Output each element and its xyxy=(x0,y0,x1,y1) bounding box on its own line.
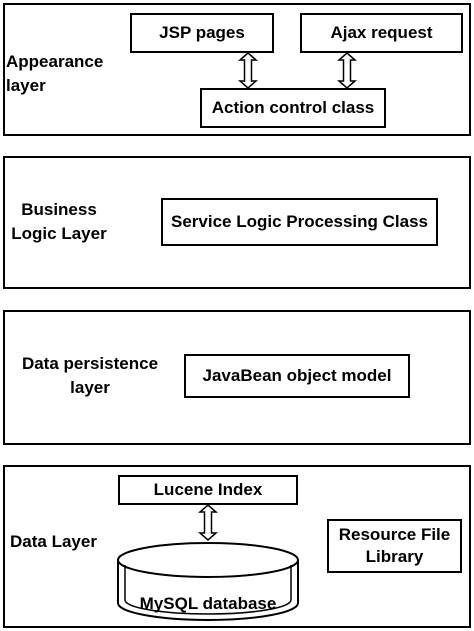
ajax-action-double-arrow xyxy=(337,52,357,89)
resource-file-library-label-line1: Resource File xyxy=(338,525,451,544)
business-logic-layer-label-line2: Logic Layer xyxy=(11,224,107,243)
jsp-action-double-arrow xyxy=(238,52,258,89)
business-logic-layer-label-line1: Business xyxy=(21,200,97,219)
data-layer-label: Data Layer xyxy=(10,532,97,551)
lucene-index-label: Lucene Index xyxy=(153,480,263,499)
data-persistence-layer-label-line1: Data persistence xyxy=(21,354,159,373)
appearance-layer-label-line1: Appearance xyxy=(6,52,104,71)
appearance-layer-label-line2: layer xyxy=(6,76,46,95)
resource-file-library-label-line2: Library xyxy=(365,547,424,566)
lucene-mysql-double-arrow xyxy=(198,504,218,541)
appearance-layer-label: Appearance layer xyxy=(6,50,126,98)
action-control-class-label: Action control class xyxy=(211,98,375,117)
javabean-object-model-box: JavaBean object model xyxy=(184,354,410,398)
jsp-pages-label: JSP pages xyxy=(159,23,245,42)
service-logic-processing-class-box: Service Logic Processing Class xyxy=(161,198,438,246)
data-persistence-layer-label: Data persistence layer xyxy=(10,352,170,400)
jsp-pages-box: JSP pages xyxy=(130,13,274,53)
javabean-object-model-label: JavaBean object model xyxy=(202,366,392,385)
data-persistence-layer-label-line2: layer xyxy=(70,378,110,397)
lucene-index-box: Lucene Index xyxy=(118,475,298,505)
business-logic-layer-label: Business Logic Layer xyxy=(0,198,118,246)
ajax-request-label: Ajax request xyxy=(330,23,433,42)
mysql-database-cylinder xyxy=(117,542,299,621)
ajax-request-box: Ajax request xyxy=(300,13,463,53)
service-logic-processing-class-label: Service Logic Processing Class xyxy=(170,212,428,231)
mysql-database-label: MySQL database xyxy=(139,594,277,613)
action-control-class-box: Action control class xyxy=(200,88,386,128)
resource-file-library-box: Resource File Library xyxy=(327,519,462,573)
